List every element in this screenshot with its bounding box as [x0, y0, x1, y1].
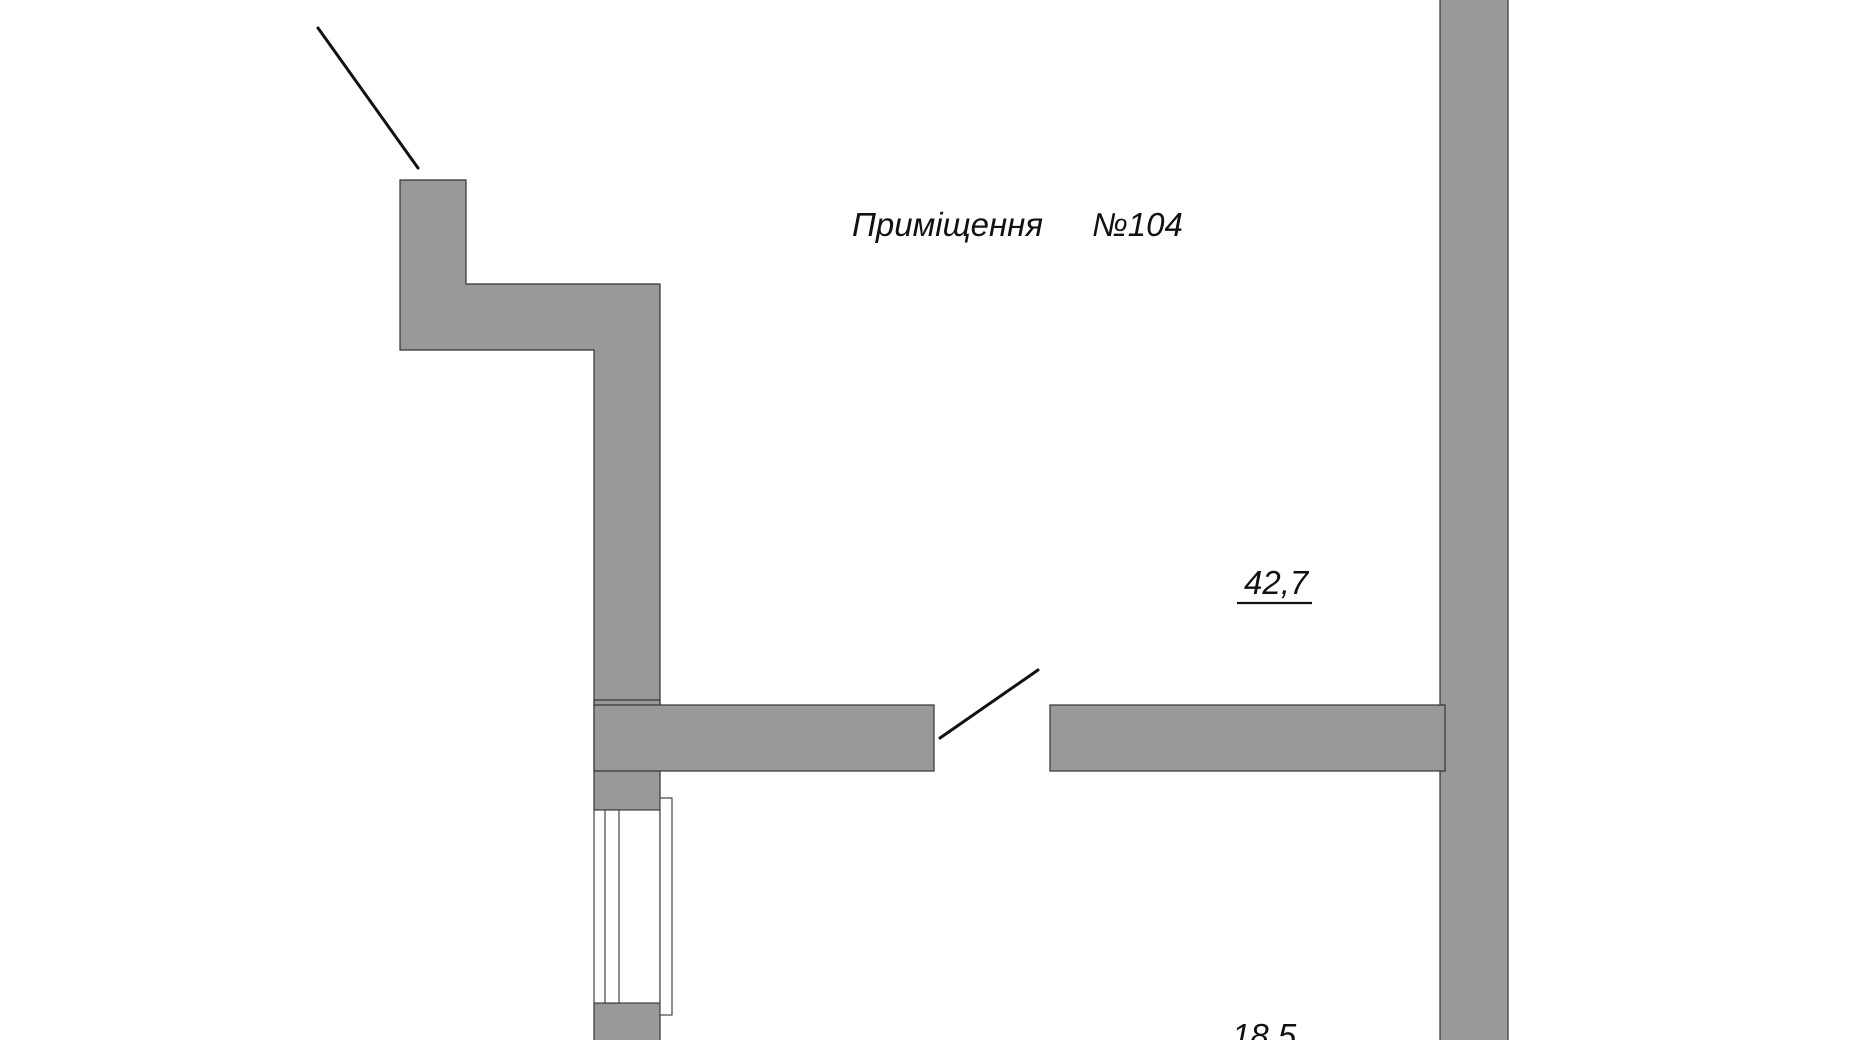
- top-door-swing: [316, 26, 420, 170]
- middle-door-swing: [938, 668, 1040, 740]
- upper-left-stepped-wall: [399, 179, 661, 706]
- window-outer-frame: [593, 809, 661, 1004]
- partition-wall-left: [593, 704, 935, 772]
- lower-area-value: 18,5: [1232, 1017, 1297, 1040]
- lower-left-wall-stub: [593, 1002, 661, 1040]
- window: [593, 797, 673, 1016]
- partition-wall-right: [1049, 704, 1446, 772]
- room-number: №104: [1092, 206, 1183, 243]
- right-exterior-wall: [1439, 0, 1509, 1040]
- upper-area-value: 42,7: [1244, 564, 1310, 601]
- window-pane-left: [604, 809, 620, 1004]
- window-pane-right: [659, 797, 673, 1016]
- room-title: Приміщення: [852, 206, 1043, 243]
